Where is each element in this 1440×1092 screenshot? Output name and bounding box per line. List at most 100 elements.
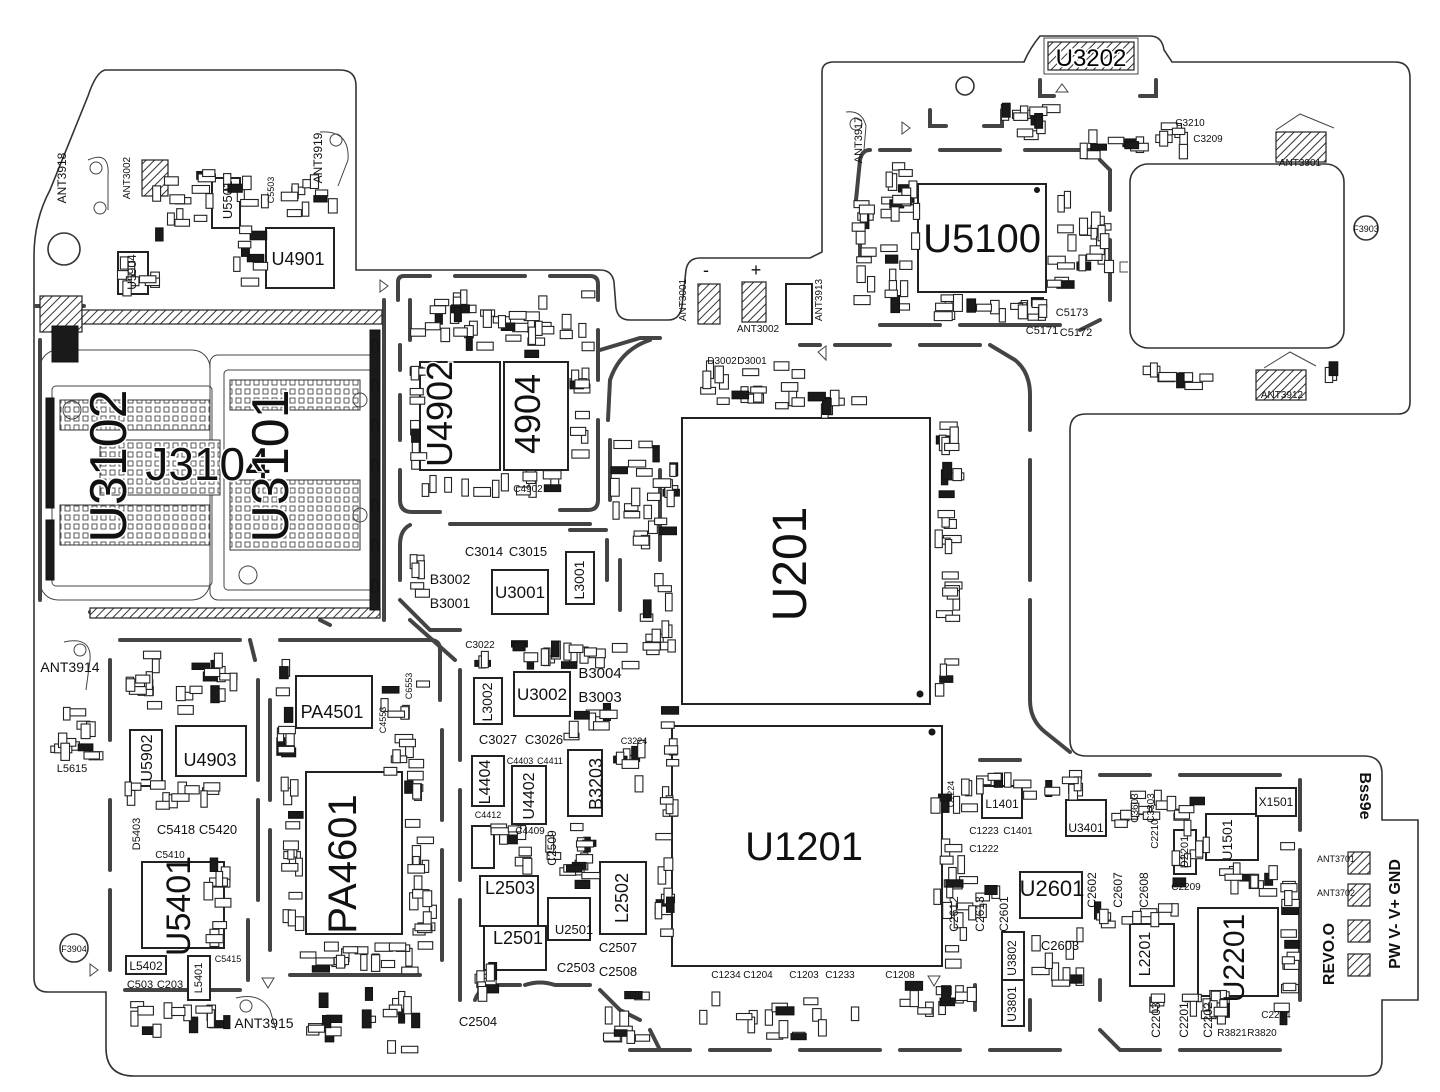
label-C2504: C2504	[459, 1014, 497, 1029]
smd-part	[476, 341, 494, 351]
smd-part	[583, 647, 597, 657]
smd-part	[212, 921, 228, 930]
smd-part	[311, 965, 330, 973]
smd-part	[189, 685, 203, 695]
chip-L2503	[479, 875, 539, 927]
smd-part	[944, 442, 960, 452]
smd-part	[735, 1012, 753, 1021]
smd-part	[1199, 373, 1214, 382]
label-ANT3001: ANT3001	[678, 278, 689, 321]
label-B3001: B3001	[430, 595, 471, 611]
smd-part	[1013, 112, 1029, 121]
smd-part	[287, 909, 296, 927]
smd-part	[858, 204, 875, 215]
smd-part	[473, 486, 492, 497]
smd-part	[1078, 254, 1087, 272]
label-U3101: U3101	[242, 389, 300, 542]
smd-part	[949, 426, 959, 446]
smd-part	[1213, 1006, 1228, 1017]
smd-part	[429, 474, 437, 494]
smd-part	[750, 386, 767, 394]
smd-part	[860, 247, 877, 257]
label-U3002: U3002	[517, 685, 567, 704]
smd-part	[285, 821, 301, 830]
smd-part	[655, 832, 673, 841]
label-C2607: C2607	[1111, 872, 1125, 908]
smd-part	[884, 289, 898, 299]
smd-part	[885, 171, 893, 188]
smd-part	[233, 256, 241, 272]
smd-part	[171, 1006, 186, 1017]
smd-part	[961, 803, 978, 813]
label-C2202: C2202	[1201, 1002, 1215, 1038]
smd-part	[1166, 795, 1177, 812]
smd-part	[213, 652, 223, 669]
smd-part	[939, 421, 958, 430]
smd-part	[313, 195, 328, 203]
smd-part	[163, 1002, 173, 1019]
label-U5100: U5100	[923, 217, 1041, 261]
chip-PA4501	[295, 675, 373, 729]
smd-part	[188, 1016, 199, 1034]
smd-part	[624, 991, 643, 1000]
smd-part	[803, 997, 819, 1006]
smd-part	[742, 368, 760, 377]
smd-part	[152, 185, 162, 202]
smd-part	[909, 990, 919, 1008]
label-U1501: U1501	[1219, 819, 1235, 860]
smd-part	[169, 194, 186, 205]
smd-part	[1158, 371, 1178, 382]
smd-part	[1046, 279, 1062, 288]
smd-part	[490, 827, 510, 836]
smd-part	[1142, 811, 1161, 820]
cutout-top-right	[1129, 163, 1345, 349]
label-C4553: C4553	[378, 707, 388, 734]
smd-part	[711, 991, 721, 1007]
smd-part	[948, 866, 957, 881]
smd-part	[669, 463, 677, 477]
smd-part	[898, 169, 913, 177]
smd-part	[155, 800, 171, 810]
smd-part	[480, 650, 489, 669]
smd-part	[651, 628, 661, 643]
smd-part	[1171, 850, 1181, 866]
smd-part	[581, 341, 595, 352]
orientation-markers	[89, 83, 1069, 989]
smd-part	[507, 825, 522, 833]
smd-part	[130, 1010, 139, 1027]
smd-part	[1195, 840, 1204, 858]
chip-U3202	[1047, 41, 1135, 71]
smd-part	[237, 240, 252, 249]
smd-part	[1067, 234, 1077, 252]
smd-part	[812, 1008, 822, 1022]
smd-part	[654, 573, 664, 587]
smd-part	[939, 663, 948, 677]
label-ANT3701: ANT3701	[1317, 854, 1355, 864]
smd-part	[891, 162, 906, 171]
smd-part	[1056, 262, 1075, 270]
smd-part	[660, 721, 675, 729]
label-C5171: C5171	[1026, 325, 1058, 337]
label-L5401: L5401	[193, 963, 205, 994]
smd-part	[543, 484, 562, 493]
smd-part	[146, 700, 163, 710]
smd-part	[604, 1006, 613, 1025]
smd-part	[944, 843, 963, 853]
smd-part	[952, 293, 963, 312]
smd-part	[138, 275, 157, 284]
smd-part	[998, 308, 1006, 323]
smd-part	[214, 897, 232, 908]
chip-U2201	[1197, 907, 1279, 997]
smd-part	[387, 1040, 397, 1054]
smd-part	[318, 992, 329, 1008]
smd-part	[619, 1010, 630, 1028]
smd-part	[125, 678, 136, 692]
label-C2602: C2602	[1085, 872, 1099, 908]
silk-revision: REVO.O	[1321, 923, 1338, 985]
smd-part	[1268, 865, 1278, 881]
smd-part	[322, 1015, 332, 1029]
smd-part	[850, 1006, 860, 1022]
label-C6553: C6553	[404, 673, 414, 700]
smd-part	[791, 397, 805, 407]
smd-part	[551, 640, 560, 658]
